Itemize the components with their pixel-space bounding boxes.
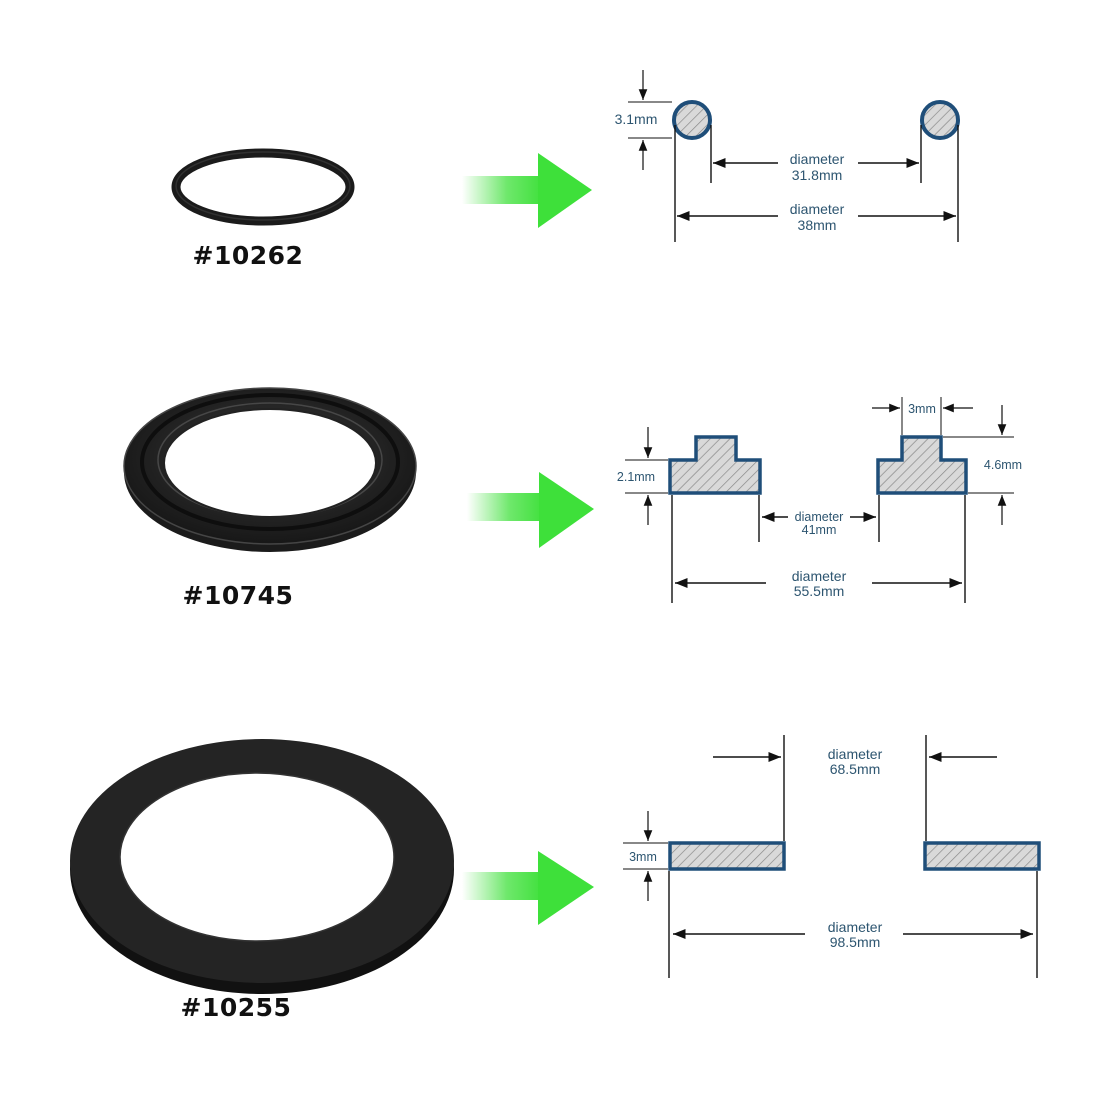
section-profile-left xyxy=(668,435,762,495)
outer-diameter-value: 55.5mm xyxy=(794,583,845,599)
section-profile-right xyxy=(923,841,1041,871)
flat-washer-cross-section-drawing: 3mm diameter 68.5mm diameter 98.5mm xyxy=(623,735,1041,978)
part-number-label: #10262 xyxy=(193,241,304,270)
outer-diameter-label: diameter xyxy=(792,568,847,584)
part-number-label: #10745 xyxy=(183,581,294,610)
flat-washer-photo xyxy=(70,739,454,994)
part-row-10255: #10255 3mm diameter 68.5mm xyxy=(70,735,1041,1022)
inner-diameter-label: diameter xyxy=(790,151,845,167)
outer-diameter-value: 38mm xyxy=(798,217,837,233)
part-row-10745: #10745 2.1mm 3mm 4.6mm xyxy=(123,387,1022,610)
thickness-label: 3mm xyxy=(629,850,657,864)
stepped-gasket-photo xyxy=(123,387,417,552)
stepped-gasket-cross-section-drawing: 2.1mm 3mm 4.6mm diameter 41mm xyxy=(617,397,1022,603)
base-height-label: 2.1mm xyxy=(617,470,655,484)
gradient-right-arrow-icon xyxy=(462,153,592,228)
outer-diameter-value: 98.5mm xyxy=(830,934,881,950)
gradient-right-arrow-icon xyxy=(462,851,594,925)
section-circle-left xyxy=(672,100,712,140)
gradient-right-arrow-icon xyxy=(467,472,594,548)
section-circle-right xyxy=(920,100,960,140)
part-row-10262: #10262 3.1mm diameter 31.8mm xyxy=(171,70,960,270)
o-ring-cross-section-drawing: 3.1mm diameter 31.8mm diameter 38mm xyxy=(615,70,960,242)
inner-diameter-value: 68.5mm xyxy=(830,761,881,777)
inner-diameter-label: diameter xyxy=(795,510,844,524)
outer-diameter-label: diameter xyxy=(828,919,883,935)
inner-diameter-label: diameter xyxy=(828,746,883,762)
inner-diameter-value: 41mm xyxy=(802,523,837,537)
o-ring-photo xyxy=(171,148,355,226)
cross-section-label: 3.1mm xyxy=(615,111,658,127)
outer-diameter-label: diameter xyxy=(790,201,845,217)
part-number-label: #10255 xyxy=(181,993,292,1022)
section-profile-left xyxy=(668,841,786,871)
total-height-label: 4.6mm xyxy=(984,458,1022,472)
step-width-label: 3mm xyxy=(908,402,936,416)
section-profile-right xyxy=(876,435,968,495)
inner-diameter-value: 31.8mm xyxy=(792,167,843,183)
